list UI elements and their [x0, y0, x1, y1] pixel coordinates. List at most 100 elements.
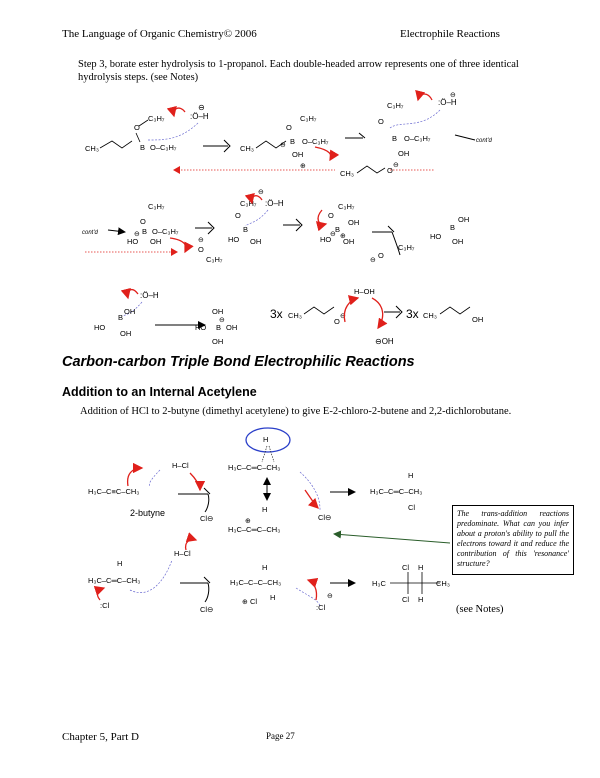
ch3-label: CH₃: [85, 144, 99, 153]
c3h7-label-5: C₃H₇: [240, 199, 257, 208]
c3h7-label-4: C₃H₇: [148, 202, 165, 211]
o-label-3: O: [378, 117, 384, 126]
hydroxide-product: ⊖OH: [375, 337, 394, 346]
o-label-5b: O: [198, 245, 204, 254]
oh-label-4: OH: [150, 237, 161, 246]
final-ch3: CH₃: [436, 579, 450, 588]
c3h7-label-6: C₃H₇: [338, 202, 355, 211]
oh-label-6b: OH: [343, 237, 354, 246]
water-3: :Ö–H: [140, 291, 159, 300]
product-cl: Cl: [408, 503, 415, 512]
acetylene-row-1: H–Cl H₃C–C≡C–CH₃ 2-butyne Cl⊖ H H₃C–C═C–…: [88, 427, 451, 544]
minus-charge-5: ⊖: [198, 237, 204, 244]
boron-label-3: B: [392, 134, 397, 143]
final-cl-top: Cl: [402, 563, 409, 572]
propoxide-c3h7: C₃H₇: [398, 243, 415, 252]
water-2: :Ö–H: [265, 199, 284, 208]
multiplier-left: 3x: [270, 307, 283, 321]
borate-minus: ⊖: [219, 317, 225, 324]
oc3h7-label-4: O–C₃H₇: [152, 227, 179, 236]
chloro-cation-cl: Cl: [250, 597, 257, 606]
minus-charge-2: ⊖: [280, 142, 286, 149]
bridged-h: H: [263, 435, 268, 444]
running-header-right: Electrophile Reactions: [400, 28, 500, 40]
chloride-4-minus: ⊖: [327, 593, 333, 600]
product-alkene: H₃C–C═C–CH₃: [370, 487, 422, 496]
trans-addition-note: The trans-addition reactions predominate…: [452, 505, 574, 575]
c3h7-label: C₃H₇: [148, 114, 165, 123]
minus-charge-7: ⊖: [370, 257, 376, 264]
hydrolysis-row-1: CH₃ O B O–C₃H₇ C₃H₇ :Ö–H ⊖ CH₃ O B O–C₃H…: [85, 89, 492, 178]
water-nucleophile: :Ö–H: [190, 112, 209, 121]
c3h7-label-5b: C₃H₇: [206, 255, 223, 264]
water-h-oh: H–OH: [354, 287, 375, 296]
ho-label-6: HO: [320, 235, 331, 244]
hydroxide: :Ö–H: [438, 98, 457, 107]
boric-acid-b-2: B: [118, 313, 123, 322]
chloro-cation: H₃C–C–C–CH₃: [230, 578, 281, 587]
multiplier-right: 3x: [406, 307, 419, 321]
propoxide-ch3: CH₃: [340, 169, 354, 178]
final-cl-bottom: Cl: [402, 595, 409, 604]
boric-acid-oh: OH: [458, 215, 469, 224]
chloride-2: Cl⊖: [318, 513, 331, 522]
boric-acid-oh-3: OH: [124, 307, 135, 316]
chloride-1: Cl⊖: [200, 514, 213, 523]
propanol-oh: OH: [472, 315, 483, 324]
c3h7-label-3: C₃H₇: [387, 101, 404, 110]
plus-charge-6: ⊕: [340, 233, 346, 240]
boric-acid-b: B: [450, 223, 455, 232]
chloride-3: Cl⊖: [200, 605, 213, 614]
oc3h7-label-2: O–C₃H₇: [302, 137, 329, 146]
hydrolysis-row-2: cont'd O C₃H₇ B O–C₃H₇ HO OH ⊖ O C₃H₇ :Ö…: [82, 189, 469, 264]
oc3h7-label: O–C₃H₇: [150, 143, 177, 152]
oh-label-3: OH: [398, 149, 409, 158]
borate-ho: HO: [195, 323, 206, 332]
boron-label: B: [140, 143, 145, 152]
o-label: O: [134, 123, 140, 132]
boron-label-5: B: [243, 225, 248, 234]
bridged-structure: H₃C–C═C–CH₃: [228, 463, 280, 472]
section-description: Addition of HCl to 2-butyne (dimethyl ac…: [80, 406, 512, 417]
minus-charge-6: ⊖: [330, 231, 336, 238]
borate-oh-bottom: OH: [212, 337, 223, 346]
final-h-top: H: [418, 563, 423, 572]
propoxide-ch3-3: CH₃: [288, 311, 302, 320]
propoxide-o: O: [387, 166, 393, 175]
oc3h7-label-3: O–C₃H₇: [404, 134, 431, 143]
minus-charge-3: ⊖: [450, 92, 456, 99]
cation-h: H: [262, 563, 267, 572]
hcl-reagent-2: H–Cl: [174, 549, 191, 558]
running-header-left: The Language of Organic Chemistry© 2006: [62, 28, 257, 40]
ho-label-5: HO: [228, 235, 239, 244]
boric-acid-oh-4: OH: [120, 329, 131, 338]
butyne-name: 2-butyne: [130, 508, 165, 518]
borate-b: B: [216, 323, 221, 332]
see-notes: (see Notes): [456, 604, 504, 615]
propanol-ch3: CH₃: [423, 311, 437, 320]
continued-label-2: cont'd: [82, 230, 98, 236]
plus-charge-2: ⊕: [300, 163, 306, 170]
vinyl-cation: H₃C–C═C–CH₃: [228, 525, 280, 534]
propoxide-minus-3: ⊖: [340, 313, 346, 320]
acetylene-row-2: H–Cl H H₃C–C═C–CH₃ :Cl Cl⊖ H H₃C–C–C–CH₃…: [88, 532, 450, 614]
propoxide-o-2: O: [378, 251, 384, 260]
minus-charge: ⊖: [198, 103, 205, 112]
section-title: Carbon-carbon Triple Bond Electrophilic …: [62, 354, 415, 370]
final-h-bottom: H: [418, 595, 423, 604]
oh-label-5: OH: [250, 237, 261, 246]
oh-label-6: OH: [348, 218, 359, 227]
chloro-cation-h: H: [270, 593, 275, 602]
o-label-6: O: [328, 211, 334, 220]
propoxide-o-3: O: [334, 317, 340, 326]
alkene-h: H: [117, 559, 122, 568]
footer-page: Page 27: [266, 731, 295, 741]
boron-label-6: B: [335, 225, 340, 234]
footer-chapter: Chapter 5, Part D: [62, 731, 139, 743]
butyne-structure: H₃C–C≡C–CH₃: [88, 487, 139, 496]
chlorine-lone-pair: :Cl: [100, 601, 110, 610]
c3h7-label-2: C₃H₇: [300, 114, 317, 123]
ch3-label-2: CH₃: [240, 144, 254, 153]
borate-oh-top: OH: [212, 307, 223, 316]
boric-acid-ho-2: HO: [94, 323, 105, 332]
